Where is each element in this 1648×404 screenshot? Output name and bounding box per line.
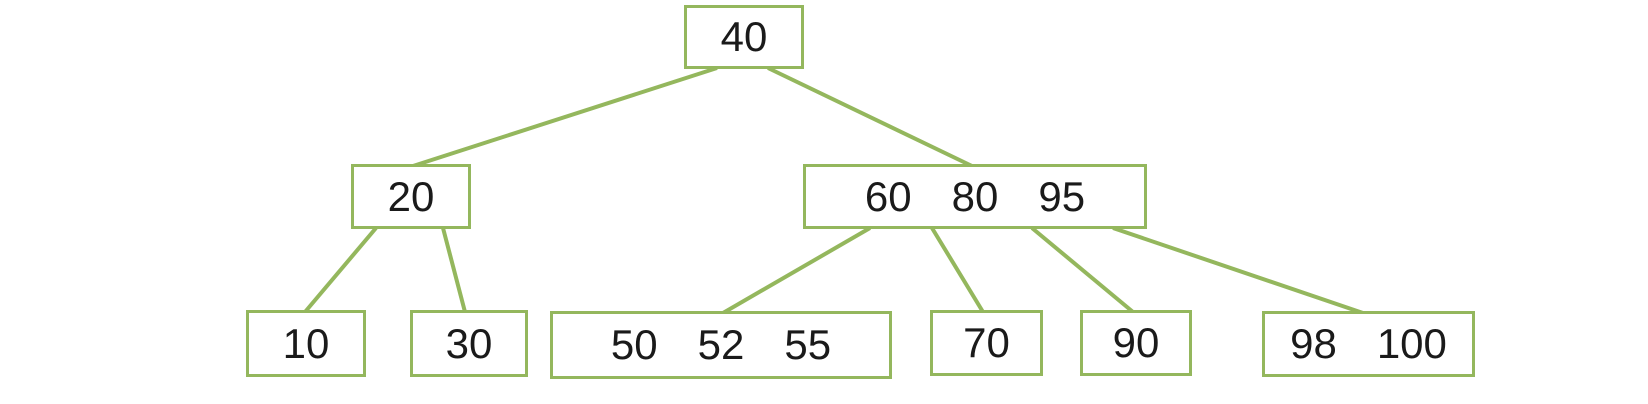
node-key-55: 55 xyxy=(784,321,832,368)
edge-40-to-60-80-95 xyxy=(767,66,973,168)
tree-node-30: 30 xyxy=(410,310,528,377)
node-key-10: 10 xyxy=(282,319,330,367)
tree-node-70: 70 xyxy=(930,310,1043,376)
tree-node-90: 90 xyxy=(1080,310,1192,376)
tree-node-10: 10 xyxy=(246,310,366,377)
node-key-98: 98 xyxy=(1290,320,1337,367)
edge-40-to-20 xyxy=(412,66,718,168)
edge-60-to-70 xyxy=(930,226,985,314)
node-key-90: 90 xyxy=(1112,319,1160,366)
node-key-60: 60 xyxy=(864,172,912,220)
edge-20-to-30 xyxy=(441,227,467,313)
edge-60-to-98-100 xyxy=(1112,226,1364,315)
node-key-40: 40 xyxy=(720,13,768,60)
node-key-100: 100 xyxy=(1376,320,1447,367)
node-key-95: 95 xyxy=(1038,172,1086,220)
edge-60-to-50-52-55 xyxy=(721,226,872,315)
tree-node-98-100: 98 100 xyxy=(1262,311,1475,377)
tree-node-60-80-95: 60 80 95 xyxy=(803,164,1147,229)
edge-60-to-90 xyxy=(1030,226,1135,314)
node-key-50: 50 xyxy=(610,321,658,368)
tree-node-20: 20 xyxy=(351,164,471,229)
node-key-20: 20 xyxy=(387,172,435,220)
node-key-30: 30 xyxy=(445,319,493,367)
node-key-80: 80 xyxy=(951,172,999,220)
node-key-52: 52 xyxy=(697,321,745,368)
node-key-70: 70 xyxy=(963,319,1010,366)
tree-node-50-52-55: 50 52 55 xyxy=(550,311,892,379)
tree-node-40: 40 xyxy=(684,5,804,69)
edge-20-to-10 xyxy=(303,226,378,314)
